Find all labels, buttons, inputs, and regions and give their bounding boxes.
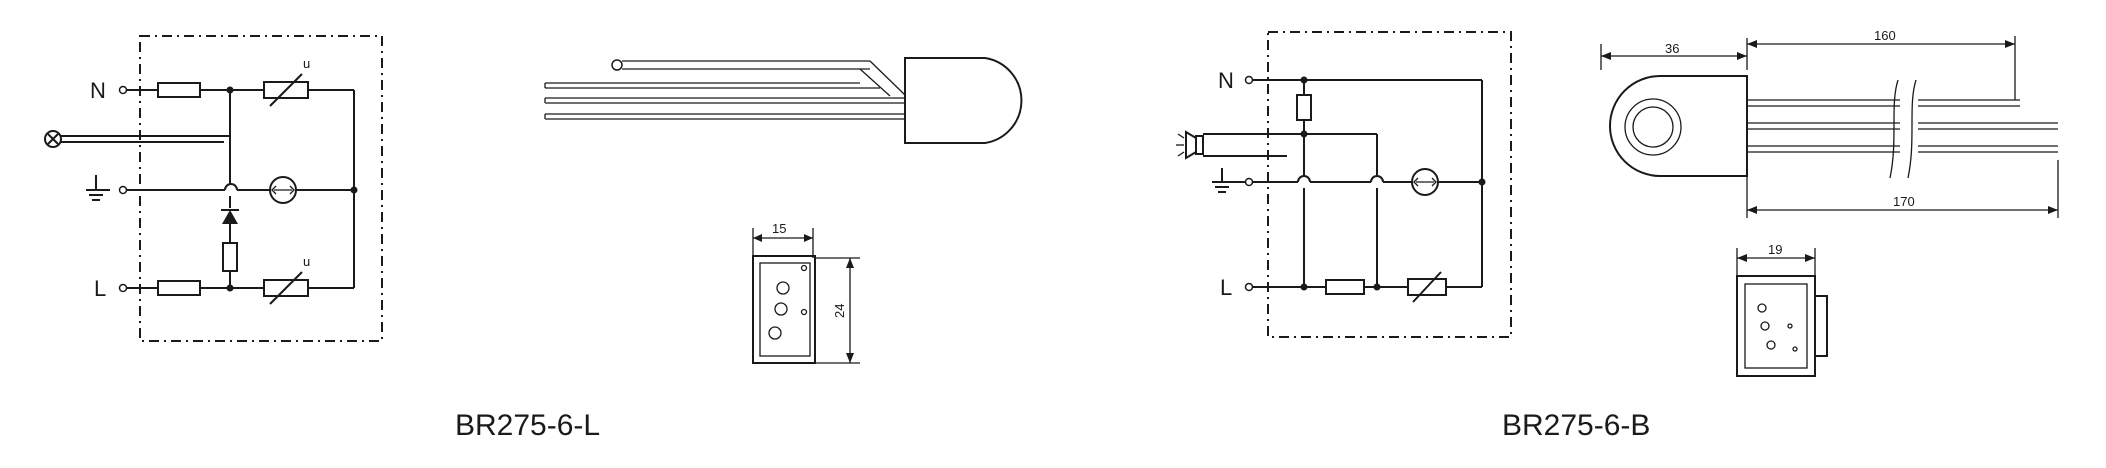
right-terminal-n <box>1244 75 1254 85</box>
probe-housing <box>904 57 1023 144</box>
left-label-n: N <box>90 78 106 103</box>
left-dim-height: 24 <box>832 304 847 318</box>
ground-icon <box>86 175 106 201</box>
right-dim-width: 19 <box>1768 242 1782 257</box>
fuse-icon <box>157 280 201 296</box>
right-circuit-diagram: N <box>1176 31 1512 338</box>
right-dim-depth: 36 <box>1665 41 1679 56</box>
right-dim-length-top: 160 <box>1874 28 1896 43</box>
right-enclosure-outline <box>1267 31 1512 338</box>
varistor-mark-top: u <box>303 56 310 71</box>
left-dim-width: 15 <box>772 221 786 236</box>
left-terminal-l <box>118 283 128 293</box>
fuse-icon <box>157 82 201 98</box>
left-probe-drawing <box>544 57 1023 144</box>
lamp-icon <box>44 130 62 148</box>
right-probe-drawing: 36 160 170 <box>1600 28 2059 218</box>
right-label-n: N <box>1218 68 1234 93</box>
right-caption: BR275-6-B <box>1502 409 1650 442</box>
right-dim-length-bottom: 170 <box>1893 194 1915 209</box>
left-label-l: L <box>94 276 106 301</box>
fuse-icon <box>1325 279 1365 295</box>
left-circuit-diagram: N u <box>44 35 383 342</box>
resistor-icon <box>222 242 238 272</box>
probe-housing <box>1609 75 1748 177</box>
buzzer-icon <box>1176 130 1204 160</box>
right-front-view: 19 <box>1736 242 1828 377</box>
diode-icon <box>222 210 238 224</box>
left-enclosure-outline <box>139 35 383 342</box>
left-caption: BR275-6-L <box>455 409 600 442</box>
right-label-l: L <box>1220 275 1232 300</box>
ground-icon <box>1212 168 1232 193</box>
right-terminal-l <box>1244 282 1254 292</box>
varistor-mark-bottom: u <box>303 254 310 269</box>
resistor-icon <box>1296 94 1312 121</box>
left-terminal-n <box>118 85 128 95</box>
left-front-view: 15 24 <box>752 221 860 364</box>
